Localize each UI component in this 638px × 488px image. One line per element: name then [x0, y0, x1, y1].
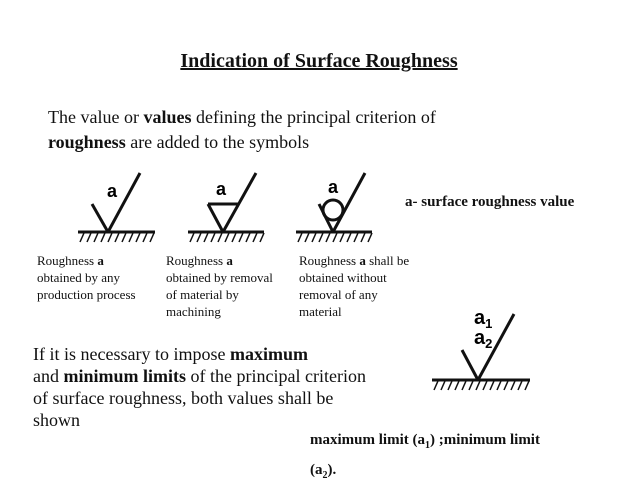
limits-roughness-symbol: [432, 313, 530, 391]
symbol-1-letter: a: [107, 181, 118, 201]
symbol-2-letter: a: [216, 179, 227, 199]
intro-text-part: defining the principal criterion of: [191, 107, 436, 127]
no-removal-roughness-symbol: [296, 172, 373, 243]
intro-text-part: are added to the symbols: [125, 132, 310, 152]
symbol-3-caption: Roughness a shall be obtained without re…: [299, 253, 410, 319]
legend-text: a- surface roughness value: [405, 194, 575, 210]
intro-bold-values: values: [143, 107, 192, 127]
roughness-diagrams: a a a: [78, 172, 530, 391]
lower-limit-letter: a2: [474, 327, 492, 351]
intro-bold-roughness: roughness: [48, 132, 126, 152]
basic-roughness-symbol: [78, 172, 155, 243]
intro-text: The value or values defining the princip…: [48, 105, 488, 155]
symbol-3-letter: a: [328, 177, 339, 197]
machining-roughness-symbol: [188, 172, 265, 243]
upper-limit-letter: a1: [474, 307, 492, 331]
limits-caption: maximum limit (a1) ;minimum limit(a2).: [310, 432, 540, 481]
intro-text-part: The value or: [48, 107, 144, 127]
page-title: Indication of Surface Roughness: [180, 50, 458, 72]
